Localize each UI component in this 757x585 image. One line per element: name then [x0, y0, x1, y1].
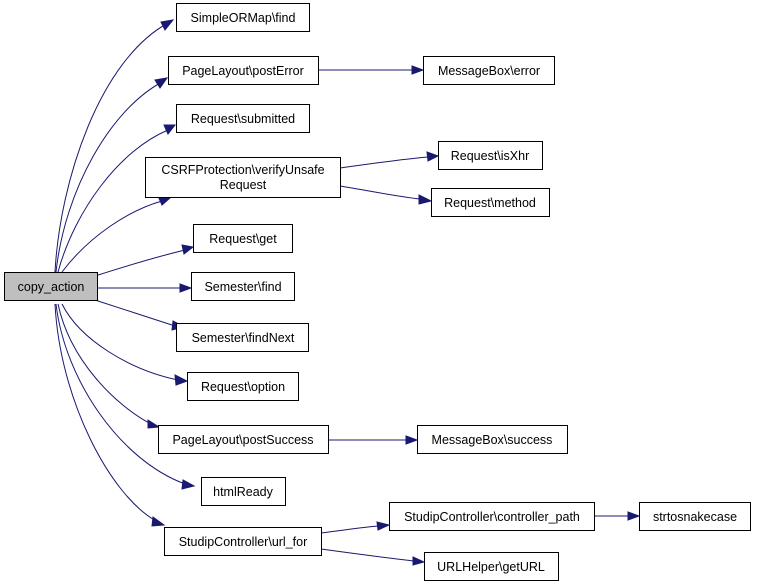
edge-copy-action-to-semester-find — [98, 283, 193, 293]
edge-url-for-to-controller-path — [320, 521, 391, 534]
svg-text:MessageBox\error: MessageBox\error — [438, 64, 540, 78]
edge-copy-action-to-request-submitted — [57, 124, 177, 273]
edge-url-for-to-urlhelper-geturl — [320, 548, 426, 566]
svg-text:copy_action: copy_action — [18, 280, 85, 294]
edge-copy-action-to-simpleormap-find — [54, 19, 175, 273]
svg-text:SimpleORMap\find: SimpleORMap\find — [191, 11, 296, 25]
node-request-isxhr[interactable]: Request\isXhr — [438, 141, 543, 170]
node-csrf-verify-unsafe-request[interactable]: CSRFProtection\verifyUnsafe Request — [145, 157, 341, 198]
node-pagelayout-posterror[interactable]: PageLayout\postError — [168, 56, 319, 85]
edge-copy-action-to-pagelayout-posterror — [55, 77, 169, 273]
svg-text:MessageBox\success: MessageBox\success — [432, 433, 553, 447]
edge-csrf-verify-to-request-isxhr — [339, 151, 440, 169]
edge-copy-action-to-studipcontroller-url-for — [54, 303, 166, 527]
svg-text:CSRFProtection\verifyUnsafe: CSRFProtection\verifyUnsafe — [161, 163, 324, 177]
node-strtosnakecase[interactable]: strtosnakecase — [639, 502, 751, 531]
svg-text:Request\option: Request\option — [201, 380, 285, 394]
node-studipcontroller-controller-path[interactable]: StudipController\controller_path — [389, 502, 595, 531]
svg-text:htmlReady: htmlReady — [213, 485, 273, 499]
edge-copy-action-to-pagelayout-postsuccess — [57, 303, 161, 429]
svg-text:Request\get: Request\get — [209, 232, 277, 246]
edge-pagelayout-posterror-to-messagebox-error — [318, 65, 425, 75]
node-semester-findnext[interactable]: Semester\findNext — [176, 323, 309, 352]
svg-text:Request\submitted: Request\submitted — [191, 112, 295, 126]
edge-csrf-verify-to-request-method — [339, 185, 433, 205]
node-semester-find[interactable]: Semester\find — [191, 272, 295, 301]
node-copy-action[interactable]: copy_action — [4, 272, 98, 301]
svg-text:Semester\find: Semester\find — [204, 280, 281, 294]
edge-copy-action-to-request-option — [61, 303, 189, 386]
svg-text:URLHelper\getURL: URLHelper\getURL — [437, 560, 545, 574]
edge-controller-path-to-strtosnakecase — [594, 511, 641, 521]
node-request-submitted[interactable]: Request\submitted — [176, 104, 310, 133]
edge-copy-action-to-csrf-verify — [61, 195, 172, 273]
svg-text:Semester\findNext: Semester\findNext — [192, 331, 295, 345]
svg-text:Request\method: Request\method — [444, 196, 536, 210]
node-simpleormap-find[interactable]: SimpleORMap\find — [176, 3, 310, 32]
node-studipcontroller-url-for[interactable]: StudipController\url_for — [164, 527, 322, 556]
edge-copy-action-to-htmlready — [55, 303, 196, 490]
node-request-option[interactable]: Request\option — [187, 372, 299, 401]
node-urlhelper-geturl[interactable]: URLHelper\getURL — [424, 552, 559, 581]
node-messagebox-error[interactable]: MessageBox\error — [423, 56, 555, 85]
node-messagebox-success[interactable]: MessageBox\success — [417, 425, 568, 454]
edge-copy-action-to-request-get — [94, 244, 195, 277]
svg-text:Request\isXhr: Request\isXhr — [451, 149, 530, 163]
svg-text:strtosnakecase: strtosnakecase — [653, 510, 737, 524]
svg-text:PageLayout\postSuccess: PageLayout\postSuccess — [172, 433, 313, 447]
node-htmlready[interactable]: htmlReady — [201, 477, 286, 506]
node-pagelayout-postsuccess[interactable]: PageLayout\postSuccess — [158, 425, 329, 454]
node-request-get[interactable]: Request\get — [193, 224, 293, 253]
edge-pagelayout-postsuccess-to-messagebox-success — [328, 435, 419, 445]
svg-text:PageLayout\postError: PageLayout\postError — [182, 64, 304, 78]
node-request-method[interactable]: Request\method — [431, 188, 550, 217]
svg-text:StudipController\url_for: StudipController\url_for — [179, 535, 308, 549]
svg-text:StudipController\controller_pa: StudipController\controller_path — [404, 510, 580, 524]
svg-text:Request: Request — [220, 178, 267, 192]
edge-copy-action-to-semester-findnext — [94, 299, 186, 331]
